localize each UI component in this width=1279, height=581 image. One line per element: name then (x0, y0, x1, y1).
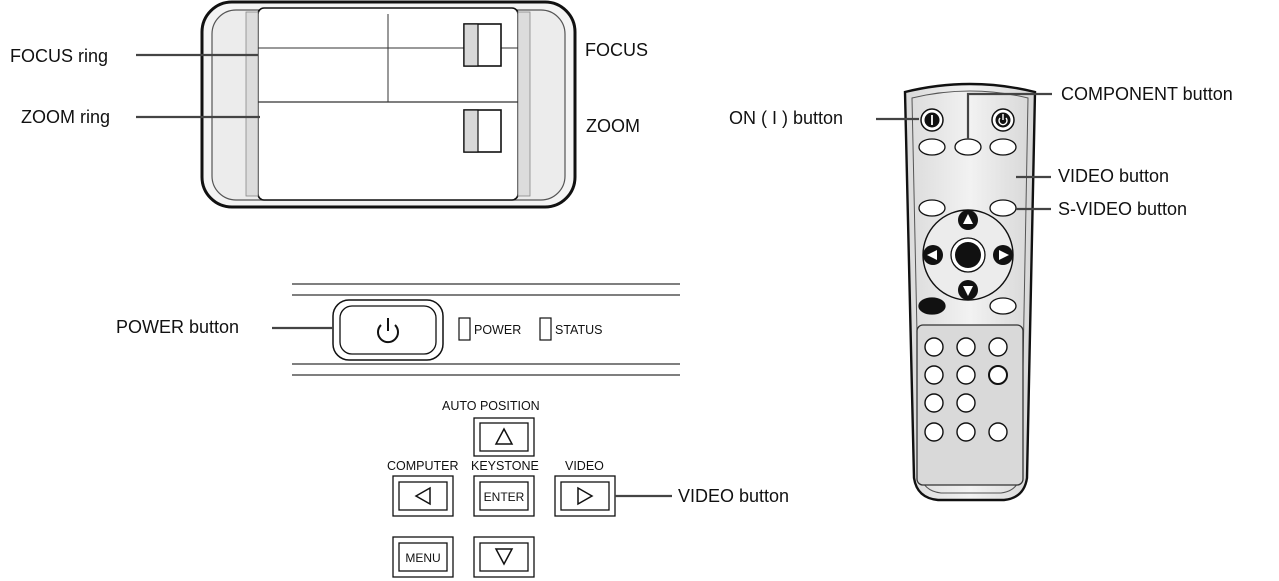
remote-up-arrow-icon (963, 214, 973, 224)
zoom-lever-shade (463, 109, 479, 153)
remote-control: COMPONENT button ON ( I ) button VIDEO b… (729, 82, 1233, 502)
left-arrow-icon (414, 486, 431, 506)
menu-button-label: MENU (405, 551, 440, 565)
remote-keypad (924, 337, 1008, 442)
remote-keypad-button[interactable] (956, 365, 976, 385)
remote-keystone-button[interactable] (989, 297, 1017, 315)
remote-video-button[interactable] (989, 138, 1017, 156)
standby-icon-arc (998, 117, 1008, 126)
focus-label: FOCUS (585, 40, 648, 60)
status-indicator-label: STATUS (555, 323, 602, 337)
remote-right-arrow-icon (999, 250, 1009, 260)
remote-keypad-button[interactable] (956, 422, 976, 442)
video-caption: VIDEO (565, 459, 604, 473)
focus-ring-label: FOCUS ring (10, 46, 108, 66)
zoom-ring-label: ZOOM ring (21, 107, 110, 127)
power-indicator-led (458, 317, 471, 341)
status-indicator-led (539, 317, 552, 341)
up-arrow-icon (494, 427, 514, 445)
focus-lever-shade (463, 23, 479, 67)
lens-housing-left-edge (245, 11, 259, 197)
component-button-label: COMPONENT button (1061, 84, 1233, 104)
svideo-button-label: S-VIDEO button (1058, 199, 1187, 219)
remote-keypad-button[interactable] (924, 393, 944, 413)
lens-panel: FOCUS ring ZOOM ring FOCUS ZOOM (10, 0, 648, 209)
auto-position-caption: AUTO POSITION (442, 399, 540, 413)
lens-housing-right-edge (517, 11, 531, 197)
power-indicator-label: POWER (474, 323, 521, 337)
remote-keypad-button[interactable] (956, 337, 976, 357)
remote-left-arrow-icon (927, 250, 937, 260)
remote-keypad-button[interactable] (988, 337, 1008, 357)
remote-keypad-button[interactable] (924, 422, 944, 442)
remote-auto-position-button[interactable] (918, 199, 946, 217)
remote-enter-button[interactable] (955, 242, 981, 268)
up-button-face (479, 422, 529, 452)
keystone-caption: KEYSTONE (471, 459, 539, 473)
zoom-label: ZOOM (586, 116, 640, 136)
left-button-face (398, 481, 448, 511)
component-button-leader (966, 92, 1052, 139)
enter-button-face (479, 481, 529, 511)
right-button-face (560, 481, 610, 511)
remote-keypad-button[interactable] (988, 422, 1008, 442)
remote-menu-button[interactable] (918, 297, 946, 315)
remote-keypad-button[interactable] (924, 365, 944, 385)
remote-component-button[interactable] (954, 138, 982, 156)
menu-button-face (398, 542, 448, 572)
remote-keypad-button[interactable] (924, 337, 944, 357)
video-button-label: VIDEO button (678, 486, 789, 506)
remote-keypad-button[interactable] (988, 365, 1008, 385)
remote-keypad-button[interactable] (956, 393, 976, 413)
computer-caption: COMPUTER (387, 459, 459, 473)
power-icon (377, 318, 399, 344)
enter-button-label: ENTER (484, 490, 525, 504)
down-button-face (479, 542, 529, 572)
power-button-label: POWER button (116, 317, 239, 337)
on-button-label: ON ( I ) button (729, 108, 843, 128)
power-panel: POWER STATUS POWER button (116, 283, 680, 376)
down-arrow-icon (494, 548, 514, 566)
remote-down-arrow-icon (963, 286, 973, 296)
remote-video-button-label: VIDEO button (1058, 166, 1169, 186)
remote-computer-button[interactable] (918, 138, 946, 156)
remote-svideo-button[interactable] (989, 199, 1017, 217)
control-panel: AUTO POSITION COMPUTER KEYSTONE VIDEO EN… (387, 399, 789, 578)
right-arrow-icon (577, 486, 594, 506)
